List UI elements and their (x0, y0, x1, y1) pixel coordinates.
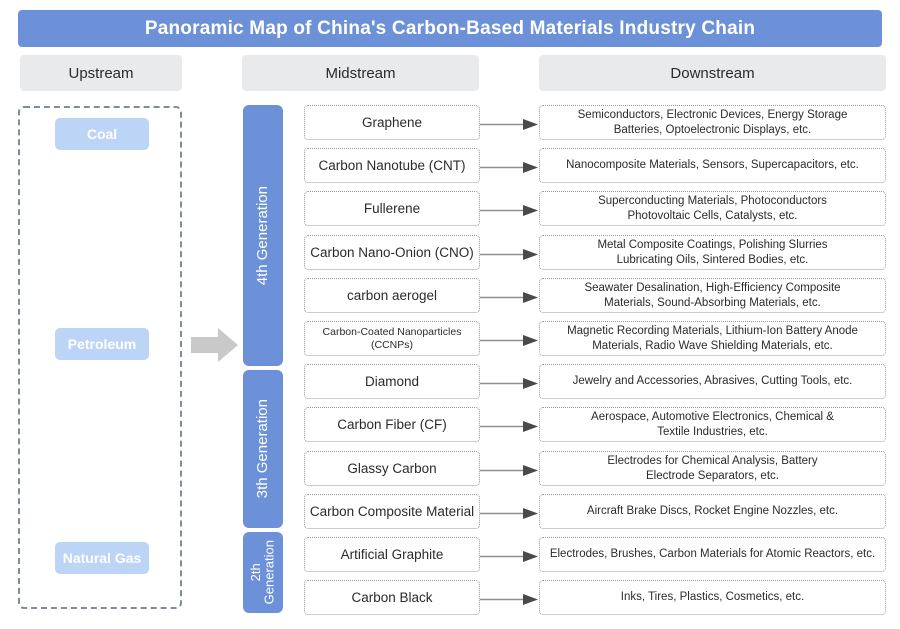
midstream-item: Carbon Black (304, 580, 480, 615)
midstream-item: Carbon Fiber (CF) (304, 407, 480, 442)
connector-arrow-icon (480, 247, 539, 260)
downstream-item: Jewelry and Accessories, Abrasives, Cutt… (539, 364, 886, 399)
connector-arrow-icon (480, 463, 539, 476)
generation-bar-4th-label: 4th Generation (254, 185, 272, 286)
downstream-item: Semiconductors, Electronic Devices, Ener… (539, 105, 886, 140)
midstream-item: Carbon-Coated Nanoparticles (CCNPs) (304, 321, 480, 356)
connector-arrow-icon (480, 117, 539, 130)
connector-arrow-icon (480, 419, 539, 432)
column-header-upstream: Upstream (20, 55, 182, 91)
connector-arrow-icon (480, 549, 539, 562)
downstream-item: Aircraft Brake Discs, Rocket Engine Nozz… (539, 494, 886, 529)
generation-bar-3th-label: 3th Generation (254, 399, 272, 499)
flow-arrow-icon (191, 327, 239, 363)
midstream-item: Glassy Carbon (304, 451, 480, 486)
generation-bar-4th: 4th Generation (243, 105, 283, 366)
connector-arrow-icon (480, 592, 539, 605)
upstream-item-natural-gas: Natural Gas (55, 542, 149, 574)
generation-bar-3th: 3th Generation (243, 370, 283, 528)
midstream-item: Diamond (304, 364, 480, 399)
downstream-item: Inks, Tires, Plastics, Cosmetics, etc. (539, 580, 886, 615)
connector-arrow-icon (480, 506, 539, 519)
midstream-item: Artificial Graphite (304, 537, 480, 572)
generation-bar-2th: 2th Generation (243, 532, 283, 613)
midstream-item: Carbon Nano-Onion (CNO) (304, 235, 480, 270)
connector-arrow-icon (480, 290, 539, 303)
midstream-item: Carbon Nanotube (CNT) (304, 148, 480, 183)
midstream-item: carbon aerogel (304, 278, 480, 313)
upstream-item-coal: Coal (55, 118, 149, 150)
connector-arrow-icon (480, 203, 539, 216)
connector-arrow-icon (480, 333, 539, 346)
connector-arrow-icon (480, 160, 539, 173)
downstream-item: Magnetic Recording Materials, Lithium-Io… (539, 321, 886, 356)
page-title: Panoramic Map of China's Carbon-Based Ma… (18, 10, 882, 47)
midstream-item: Carbon Composite Material (304, 494, 480, 529)
column-header-midstream: Midstream (242, 55, 479, 91)
generation-bar-2th-label: 2th Generation (248, 540, 277, 605)
downstream-item: Seawater Desalination, High-Efficiency C… (539, 278, 886, 313)
downstream-item: Metal Composite Coatings, Polishing Slur… (539, 235, 886, 270)
connector-arrow-icon (480, 376, 539, 389)
downstream-item: Superconducting Materials, Photoconducto… (539, 191, 886, 226)
downstream-item: Electrodes for Chemical Analysis, Batter… (539, 451, 886, 486)
downstream-item: Electrodes, Brushes, Carbon Materials fo… (539, 537, 886, 572)
downstream-item: Aerospace, Automotive Electronics, Chemi… (539, 407, 886, 442)
column-header-downstream: Downstream (539, 55, 886, 91)
midstream-item: Graphene (304, 105, 480, 140)
midstream-item: Fullerene (304, 191, 480, 226)
downstream-item: Nanocomposite Materials, Sensors, Superc… (539, 148, 886, 183)
upstream-item-petroleum: Petroleum (55, 328, 149, 360)
